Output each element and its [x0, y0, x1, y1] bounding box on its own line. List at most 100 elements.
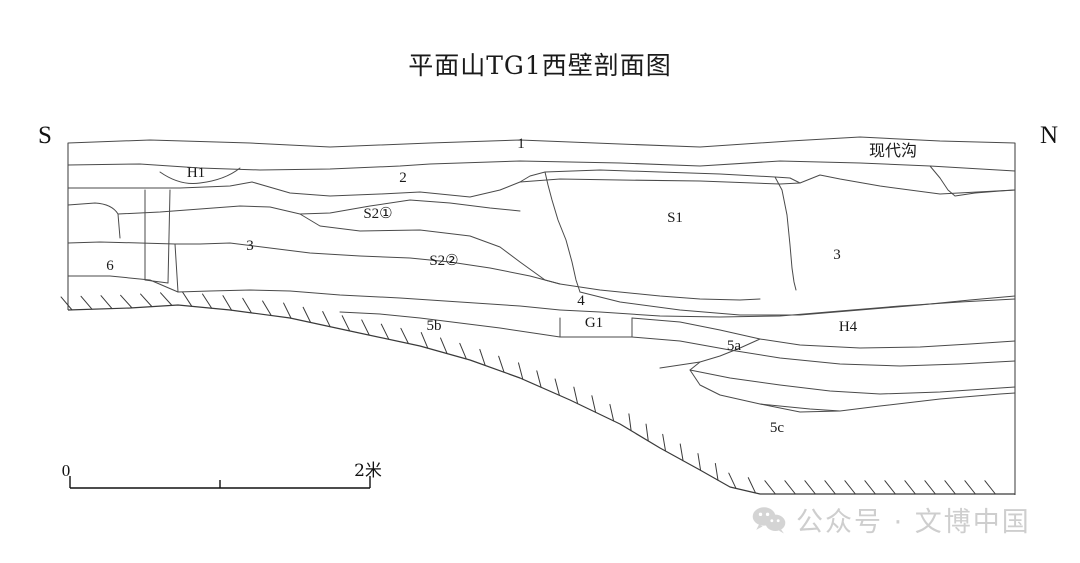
strat-boundary-24 — [631, 317, 1016, 349]
strat-boundary-5 — [67, 202, 121, 239]
strat-boundary-25 — [631, 336, 1016, 367]
label-layer-5a: 5a — [727, 338, 742, 354]
hatch-tick — [573, 386, 579, 405]
page-title: 平面山TG1西壁剖面图 — [408, 51, 672, 80]
bedrock-contact — [67, 304, 1015, 495]
direction-marker-north: N — [1040, 122, 1058, 149]
hatch-tick — [380, 323, 390, 340]
hatch-tick — [302, 306, 312, 323]
hatch-tick — [964, 480, 976, 495]
hatch-tick — [283, 302, 292, 319]
label-layer-6: 6 — [106, 258, 114, 274]
strat-boundary-9 — [199, 242, 561, 285]
hatch-tick — [747, 477, 757, 494]
hatch-tick — [440, 337, 448, 355]
strat-boundary-1 — [67, 160, 1016, 172]
label-h4: H4 — [839, 319, 858, 335]
strat-boundary-3 — [67, 181, 253, 189]
strat-boundary-31 — [759, 403, 841, 413]
hatch-tick — [728, 472, 737, 489]
strat-boundary-8 — [67, 241, 201, 245]
scale-end-label: 2米 — [354, 461, 382, 481]
label-modern-ditch: 现代沟 — [869, 141, 917, 160]
hatch-tick — [679, 443, 684, 462]
stratigraphic-layer-lines — [67, 136, 1016, 413]
strat-boundary-22 — [544, 279, 561, 285]
label-s1: S1 — [667, 210, 683, 226]
hatch-tick — [764, 480, 776, 495]
strat-boundary-14 — [519, 169, 791, 183]
strat-boundary-19 — [929, 165, 1016, 197]
hatch-tick — [645, 423, 649, 442]
bedrock-boundary — [67, 304, 1015, 495]
hatch-tick — [554, 378, 560, 396]
hatch-tick — [904, 480, 916, 495]
scale-bar: 0 2米 — [62, 461, 382, 489]
strat-boundary-21 — [559, 283, 761, 301]
direction-marker-south: S — [38, 122, 52, 149]
hatch-tick — [864, 480, 876, 495]
strat-boundary-18 — [789, 177, 801, 184]
strat-boundary-23 — [559, 317, 633, 338]
hatch-tick — [201, 293, 213, 309]
hatch-tick — [160, 292, 173, 306]
hatch-tick — [628, 413, 632, 432]
label-layer-3-right: 3 — [833, 247, 841, 263]
label-layer-3-left: 3 — [246, 238, 254, 254]
hatch-tick — [479, 348, 486, 366]
hatch-tick — [60, 296, 73, 311]
hatch-tick — [591, 395, 597, 413]
hatch-tick — [100, 295, 113, 310]
hatch-tick — [804, 480, 816, 495]
strat-boundary-17 — [774, 176, 797, 291]
hatch-tick — [242, 297, 252, 314]
hatch-tick — [222, 295, 233, 311]
strat-boundary-10 — [174, 243, 179, 293]
hatch-tick — [609, 403, 615, 422]
hatch-tick — [924, 480, 936, 495]
hatch-tick — [498, 355, 505, 373]
strat-boundary-13 — [177, 289, 561, 311]
hatch-tick — [824, 480, 836, 495]
strat-boundary-12 — [67, 275, 179, 293]
strat-boundary-2 — [159, 167, 241, 184]
hatch-tick — [844, 480, 856, 495]
strat-boundary-30 — [689, 369, 1016, 412]
hatch-tick — [120, 294, 133, 309]
compass-markers: S N — [38, 122, 1058, 149]
hatch-tick — [459, 342, 467, 360]
hatch-tick — [341, 315, 351, 332]
hatch-tick — [714, 462, 719, 481]
label-layer-1: 1 — [517, 136, 525, 152]
hatch-tick — [140, 293, 153, 308]
strat-boundary-20 — [559, 298, 1016, 318]
hatch-tick — [80, 295, 93, 310]
strat-boundary-26 — [339, 311, 561, 338]
strat-boundary-6 — [117, 199, 521, 215]
hatch-tick — [536, 370, 542, 388]
hatch-tick — [517, 362, 524, 380]
hatch-tick — [322, 311, 331, 328]
strat-boundary-0 — [67, 136, 1016, 148]
label-g1: G1 — [585, 315, 603, 331]
hatch-tick — [884, 480, 896, 495]
hatch-tick — [182, 291, 193, 307]
strat-boundary-4 — [251, 174, 1016, 198]
label-s2-1: S2① — [363, 206, 392, 222]
strat-boundary-29 — [659, 361, 701, 369]
strat-boundary-11 — [144, 189, 171, 284]
hatch-tick — [420, 332, 429, 349]
hatch-tick — [984, 480, 996, 495]
strat-boundary-16 — [579, 291, 1016, 316]
hatch-tick — [361, 319, 370, 336]
label-layer-4: 4 — [577, 293, 585, 309]
label-layer-5b: 5b — [427, 318, 442, 334]
label-layer-5c: 5c — [770, 420, 785, 436]
label-layer-2: 2 — [399, 170, 407, 186]
scale-start-label: 0 — [62, 461, 71, 480]
strat-boundary-7 — [299, 213, 546, 281]
strat-boundary-27 — [689, 338, 761, 371]
label-h1: H1 — [187, 165, 205, 181]
